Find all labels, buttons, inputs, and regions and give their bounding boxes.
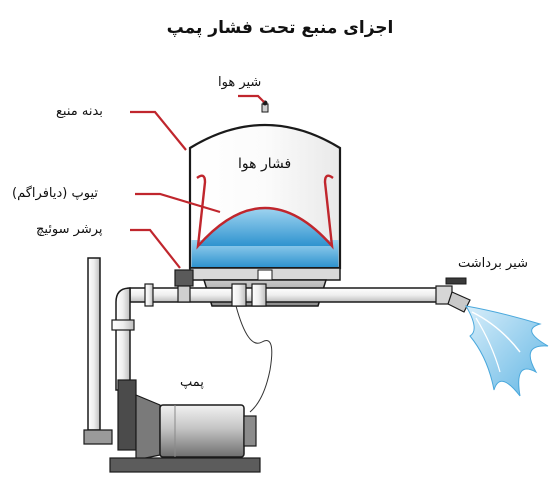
pipe-elbow xyxy=(111,287,135,391)
water-jet xyxy=(465,305,549,397)
outlet-valve xyxy=(435,277,471,313)
label-pressure-switch: پرشر سوئیچ xyxy=(36,222,103,237)
pump-wire xyxy=(235,305,273,413)
leader-pressure-switch xyxy=(130,228,181,269)
leader-lines xyxy=(130,94,265,269)
label-outlet-valve: شیر برداشت xyxy=(458,256,528,271)
suction-pipe xyxy=(83,257,113,445)
label-air-valve: شیر هوا xyxy=(218,75,262,90)
leader-air-valve xyxy=(238,94,265,103)
label-diaphragm: تیوپ (دیافراگم) xyxy=(12,186,98,201)
label-tank-body: بدنه منبع xyxy=(56,104,103,119)
label-air-pressure: فشار هوا xyxy=(238,156,292,172)
diaphragm-membrane xyxy=(196,174,334,250)
pressure-switch xyxy=(174,269,194,303)
pump-unit xyxy=(109,379,261,473)
main-pipe xyxy=(129,283,441,307)
leader-tank-body xyxy=(130,110,187,151)
leader-diaphragm xyxy=(135,192,221,214)
label-pump: پمپ xyxy=(180,375,204,390)
diagram-title: اجزای منبع تحت فشار پمپ xyxy=(166,18,394,38)
